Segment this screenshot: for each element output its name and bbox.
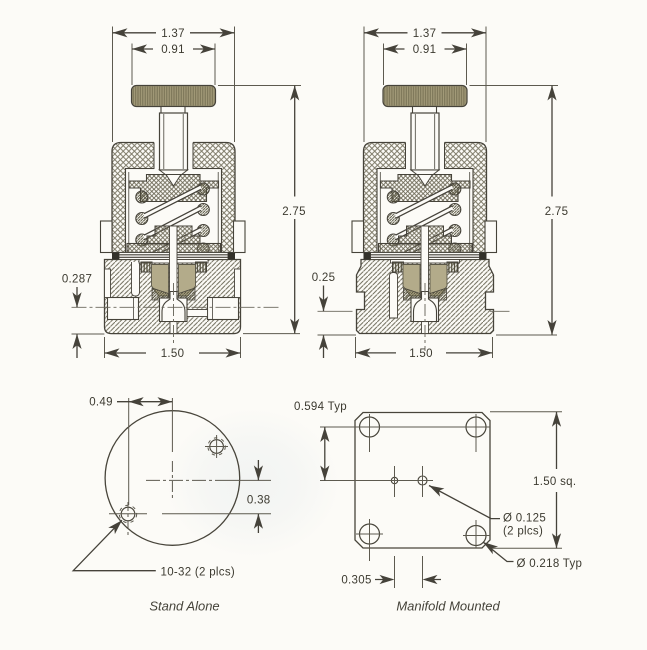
svg-text:1.50: 1.50 — [409, 348, 433, 360]
svg-text:0.594 Typ: 0.594 Typ — [294, 401, 347, 413]
svg-text:0.38: 0.38 — [247, 494, 271, 506]
svg-text:1.50: 1.50 — [161, 348, 185, 360]
svg-text:0.49: 0.49 — [89, 397, 113, 409]
svg-text:0.25: 0.25 — [312, 272, 336, 284]
svg-text:Manifold Mounted: Manifold Mounted — [396, 599, 500, 614]
svg-text:0.305: 0.305 — [341, 574, 371, 586]
svg-text:Ø 0.218 Typ: Ø 0.218 Typ — [517, 558, 583, 570]
svg-text:Stand Alone: Stand Alone — [149, 599, 219, 614]
svg-text:1.50 sq.: 1.50 sq. — [533, 476, 576, 488]
svg-text:Ø 0.125: Ø 0.125 — [503, 513, 546, 525]
svg-text:0.287: 0.287 — [62, 274, 92, 286]
svg-text:10-32 (2 plcs): 10-32 (2 plcs) — [161, 567, 236, 579]
svg-text:2.75: 2.75 — [545, 206, 569, 218]
svg-text:(2 plcs): (2 plcs) — [503, 526, 543, 538]
svg-text:2.75: 2.75 — [282, 206, 306, 218]
